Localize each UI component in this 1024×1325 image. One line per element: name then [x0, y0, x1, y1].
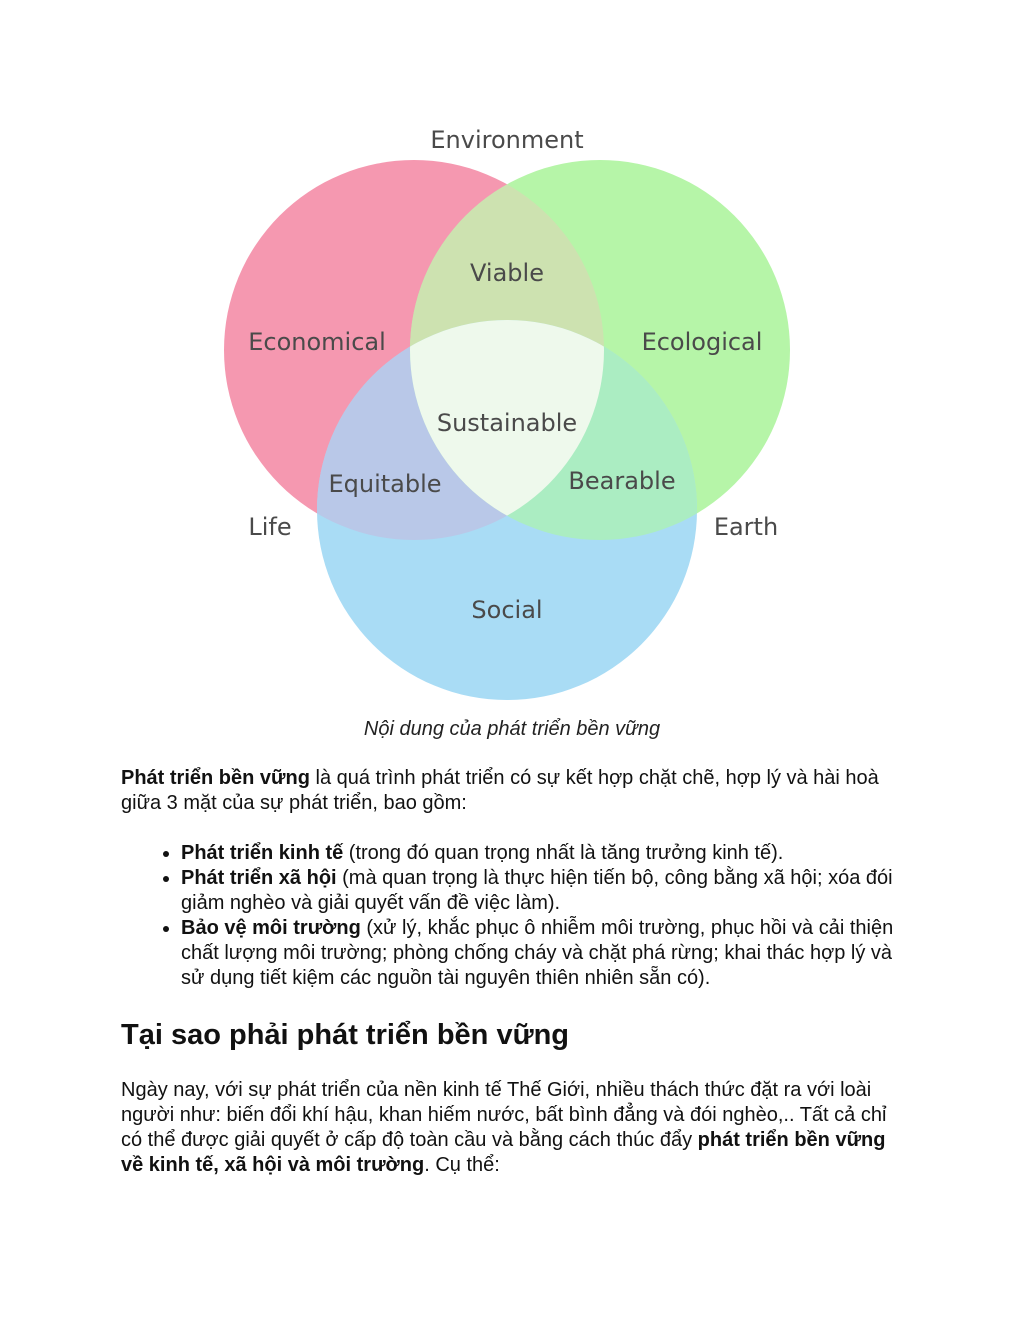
article-body: Phát triển bền vững là quá trình phát tr… [121, 766, 905, 1178]
label-sustainable: Sustainable [437, 409, 577, 437]
label-viable: Viable [470, 259, 544, 287]
label-life: Life [248, 513, 291, 541]
list-item: Bảo vệ môi trường (xử lý, khắc phục ô nh… [181, 916, 905, 991]
body-paragraph: Ngày nay, với sự phát triển của nền kinh… [121, 1078, 905, 1178]
paragraph-text-end: . Cụ thể: [424, 1154, 500, 1176]
paragraph-emphasis: phát triển bền vững về kinh tế, xã hội v… [121, 1129, 886, 1176]
section-heading: Tại sao phải phát triển bền vững [121, 1019, 569, 1051]
paragraph-text: Ngày nay, với sự phát triển của nền kinh… [121, 1079, 887, 1151]
list-item-term: Bảo vệ môi trường [181, 917, 361, 939]
label-ecological: Ecological [642, 328, 763, 356]
list-item: Phát triển xã hội (mà quan trọng là thực… [181, 866, 905, 916]
list-item: Phát triển kinh tế (trong đó quan trọng … [181, 841, 905, 866]
label-bearable: Bearable [568, 467, 675, 495]
intro-text: là quá trình phát triển có sự kết hợp ch… [121, 767, 879, 814]
pillars-list: Phát triển kinh tế (trong đó quan trọng … [121, 841, 905, 991]
list-item-text: (mà quan trọng là thực hiện tiến bộ, côn… [181, 867, 893, 914]
label-environment: Environment [430, 126, 583, 154]
intro-paragraph: Phát triển bền vững là quá trình phát tr… [121, 766, 905, 816]
figure-caption: Nội dung của phát triển bền vững [363, 718, 661, 740]
venn-diagram: Environment Viable Economical Ecological… [224, 126, 790, 700]
label-equitable: Equitable [328, 470, 441, 498]
label-earth: Earth [714, 513, 778, 541]
list-item-text: (xử lý, khắc phục ô nhiễm môi trường, ph… [181, 917, 894, 989]
list-item-term: Phát triển xã hội [181, 867, 337, 889]
list-item-term: Phát triển kinh tế [181, 842, 344, 864]
label-economical: Economical [248, 328, 386, 356]
label-social: Social [471, 596, 542, 624]
list-item-text: (trong đó quan trọng nhất là tăng trưởng… [343, 842, 784, 864]
intro-term: Phát triển bền vững [121, 767, 310, 789]
